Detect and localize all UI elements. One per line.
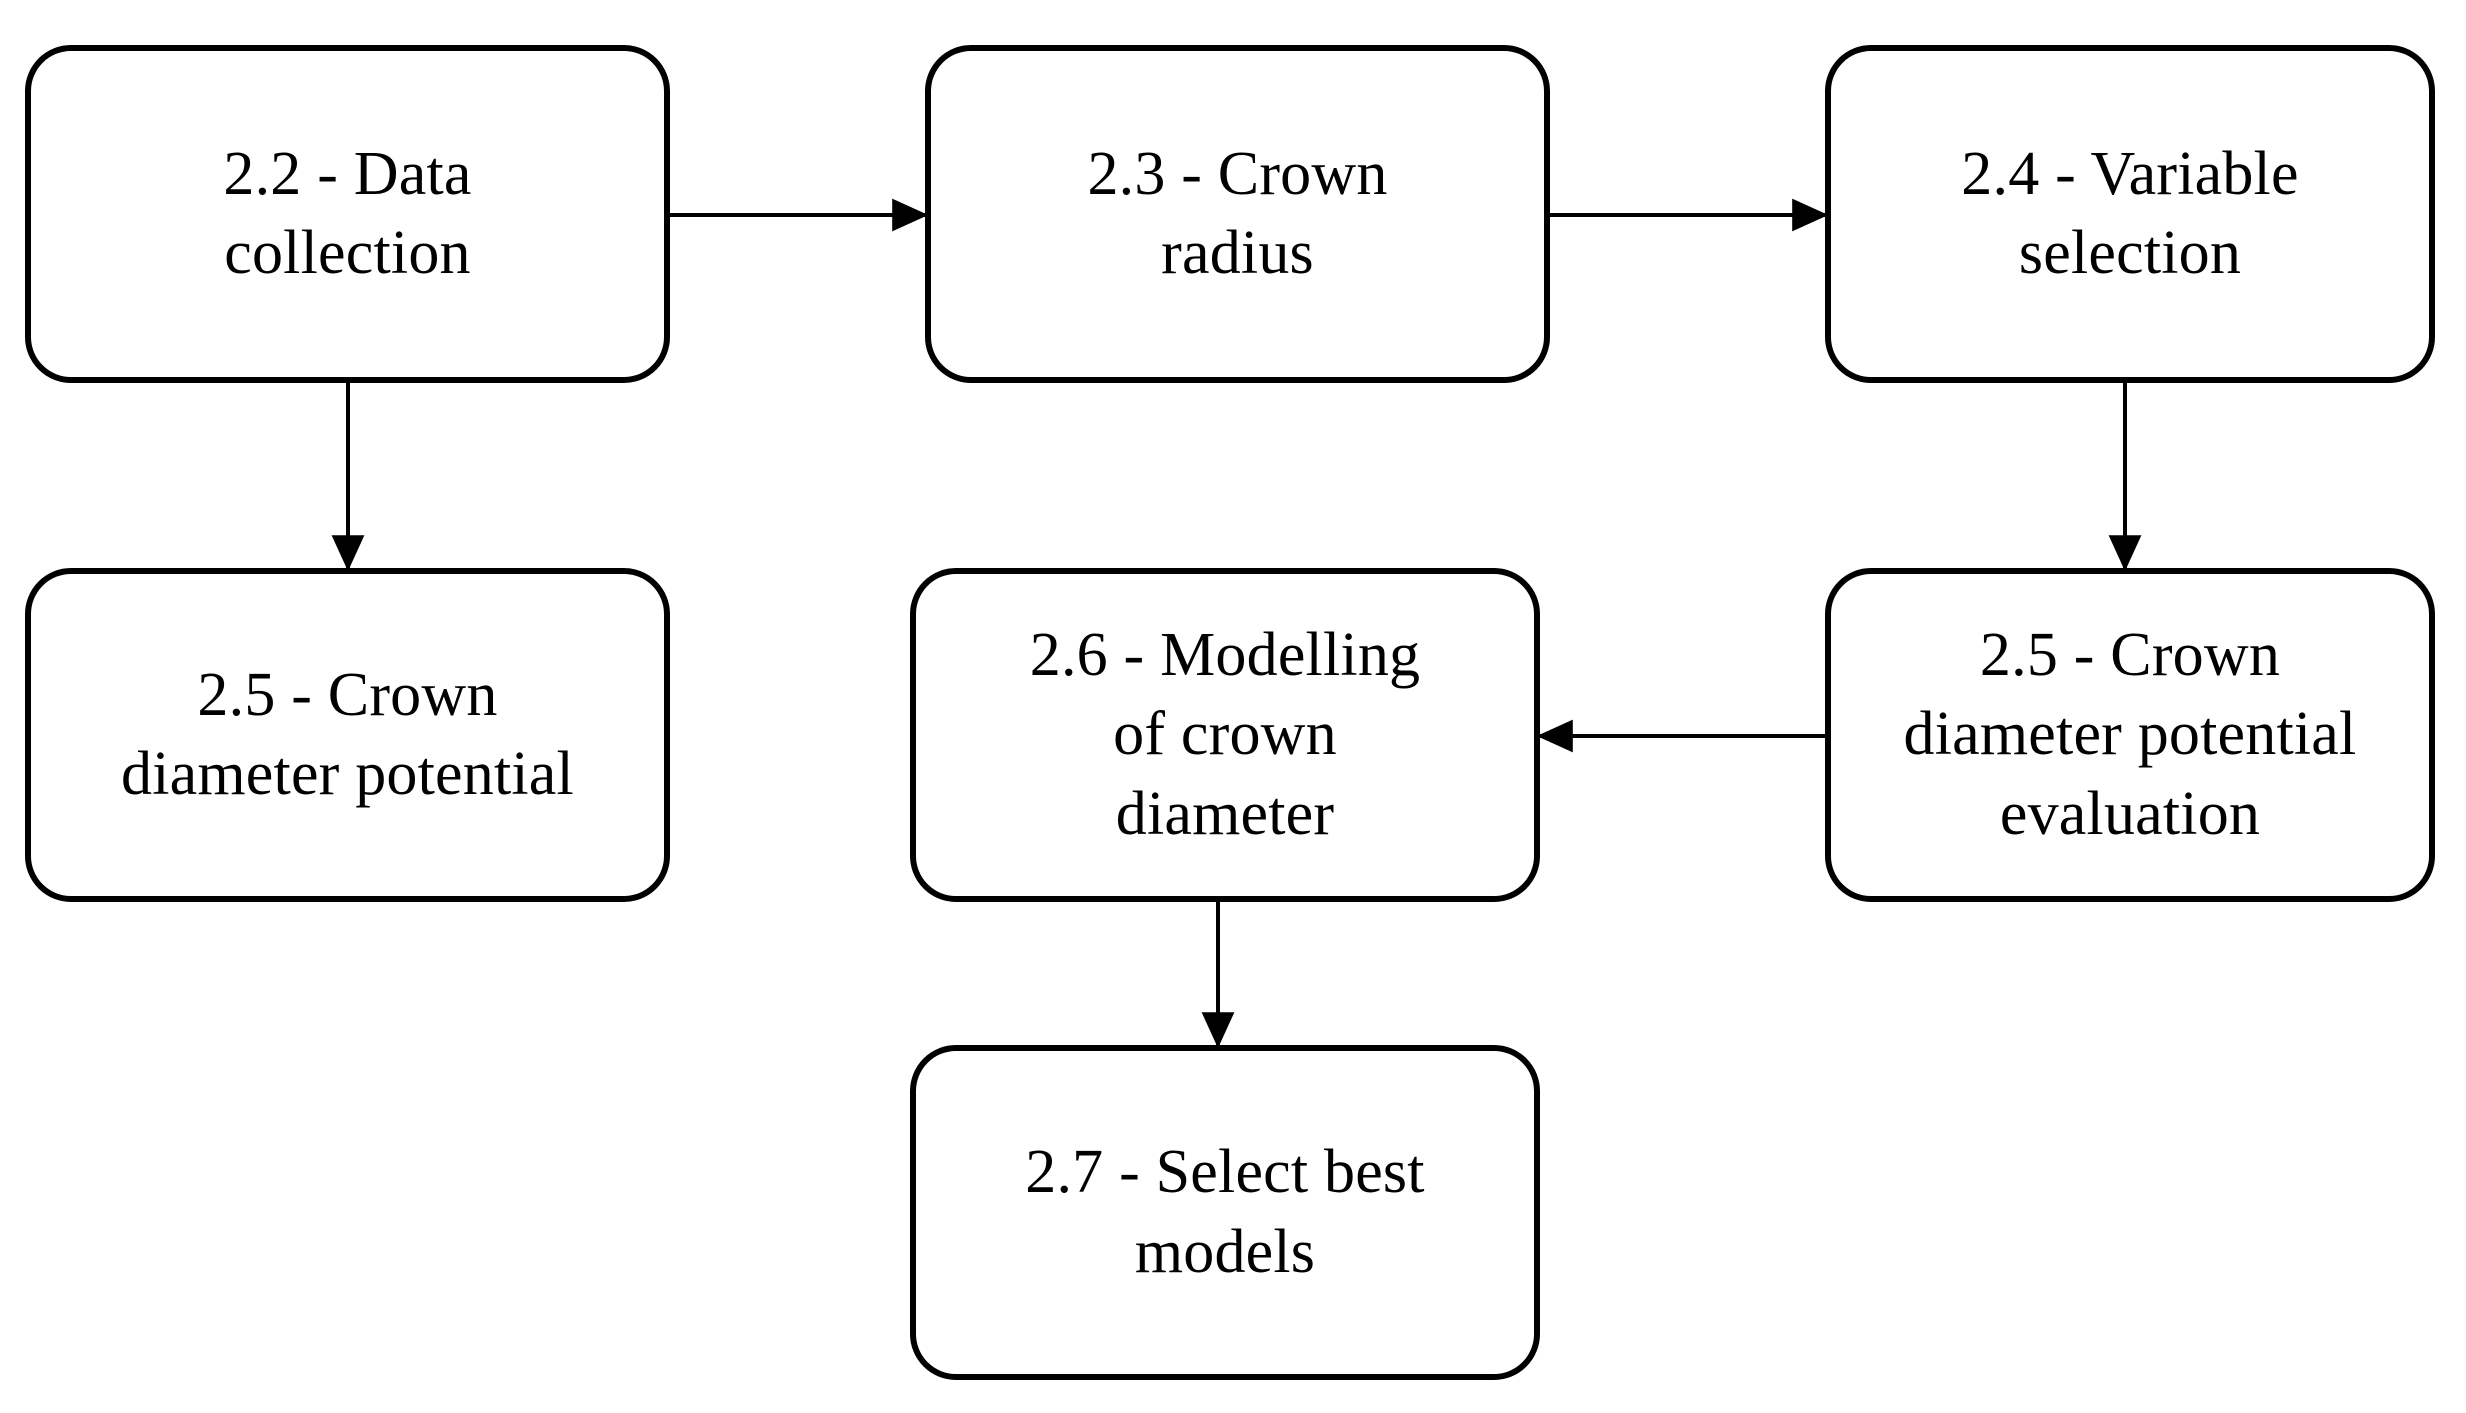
node-label-crown-diameter-potential-evaluation: 2.5 - Crown diameter potential evaluatio…: [1903, 620, 2357, 848]
node-label-crown-radius: 2.3 - Crown radius: [1087, 139, 1388, 287]
node-label-select-best-models: 2.7 - Select best models: [1025, 1138, 1425, 1286]
node-label-modelling-crown-diameter: 2.6 - Modelling of crown diameter: [1029, 620, 1421, 848]
node-label-crown-diameter-potential: 2.5 - Crown diameter potential: [121, 660, 574, 808]
node-label-variable-selection: 2.4 - Variable selection: [1961, 139, 2299, 287]
node-select-best-models[interactable]: 2.7 - Select best models: [910, 1045, 1540, 1380]
node-crown-radius[interactable]: 2.3 - Crown radius: [925, 45, 1550, 383]
node-variable-selection[interactable]: 2.4 - Variable selection: [1825, 45, 2435, 383]
node-label-data-collection: 2.2 - Data collection: [223, 139, 472, 287]
node-modelling-crown-diameter[interactable]: 2.6 - Modelling of crown diameter: [910, 568, 1540, 902]
node-data-collection[interactable]: 2.2 - Data collection: [25, 45, 670, 383]
node-crown-diameter-potential-evaluation[interactable]: 2.5 - Crown diameter potential evaluatio…: [1825, 568, 2435, 902]
node-crown-diameter-potential[interactable]: 2.5 - Crown diameter potential: [25, 568, 670, 902]
